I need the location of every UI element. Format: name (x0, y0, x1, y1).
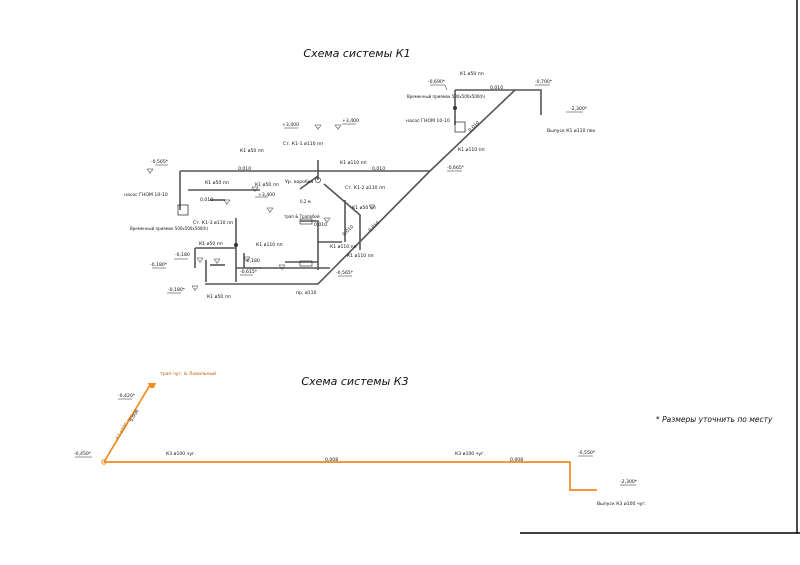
k1-title: Схема системы К1 (303, 47, 410, 60)
k3-leaders (75, 398, 636, 486)
k1-label: К1 ø50 пп (207, 294, 231, 300)
k1-label: К1 ø110 пп (330, 244, 357, 250)
k1-label: -0,180 (175, 252, 190, 258)
k1-label: К1 ø50 пп (255, 182, 279, 188)
k1-label: +3,400 (282, 122, 299, 128)
k1-label: Ст. К1-1 ø110 пп (283, 141, 323, 147)
k3-label: 0,008 (510, 457, 523, 463)
k1-label: Ур. коробка (285, 179, 314, 185)
k1-fixtures (146, 106, 466, 292)
k1-label: Временный приямок 500х500х500(h) (130, 226, 209, 231)
k1-label: -0,615* (240, 269, 258, 275)
k1-label: -0,665* (447, 165, 465, 171)
k1-label: К1 ø110 пп (458, 147, 485, 153)
k3-pipes (101, 383, 597, 491)
k1-label: трап & Трапобой (284, 214, 320, 219)
k1-label: 0,010 (467, 120, 481, 133)
k1-label: -0,180* (150, 262, 168, 268)
k1-label: 0,010 (200, 197, 213, 203)
k3-label: -0,550* (578, 450, 596, 456)
k1-label: -0,700* (535, 79, 553, 85)
k3-label: трап-чуг. & Ловильный (160, 370, 216, 377)
k3-label: -0,450* (74, 451, 92, 457)
k1-label: -2,300* (570, 106, 588, 112)
k1-label: К1 ø50 пп (352, 205, 376, 211)
k1-label: Ст. К1-2 ø110 пп (345, 185, 385, 191)
k3-label: 0,008 (129, 409, 141, 423)
k1-label: Выпуск К1 ø110 пвх (547, 128, 596, 134)
k1-label: 0,010 (238, 166, 251, 172)
k1-label: 0,010 (341, 224, 355, 237)
k1-label: -0,565* (336, 270, 354, 276)
k1-label-group: -0,690* К1 ø50 пп -0,700* 0,010 Временны… (124, 71, 596, 300)
k1-label: Ст. К1-3 ø110 пп (193, 220, 233, 226)
k1-label: К1 ø110 пп (347, 253, 374, 259)
k1-label: К1 ø50 пп (240, 148, 264, 154)
k1-label: пр. ø110 (296, 290, 316, 296)
k1-label: 0,010 (314, 222, 327, 228)
k1-label: Временный приямок 500х500х500(h) (407, 94, 486, 99)
k1-label: К1 ø110 пп (340, 160, 367, 166)
k1-label: К1 ø50 пп (199, 241, 223, 247)
k1-label: 0,2 м (300, 199, 311, 204)
k1-label: К1 ø110 пп (256, 242, 283, 248)
k1-label: 0,010 (490, 85, 503, 91)
k1-label: -0,180 (245, 258, 260, 264)
sheet-frame (520, 0, 800, 534)
k1-label: 0,010 (372, 166, 385, 172)
k1-leaders (152, 84, 583, 294)
k1-label: +3,400 (342, 118, 359, 124)
k1-label: +3,400 (258, 192, 275, 198)
k3-label: К3 ø100 чуг. (455, 451, 485, 457)
k1-label: К1 ø50 пп (205, 180, 229, 186)
k1-label: насос ГНОМ 10-10 (124, 192, 168, 198)
k3-title: Схема системы К3 (301, 375, 408, 388)
k3-label: -0,420* (118, 393, 136, 399)
k3-label: -2,300* (620, 479, 638, 485)
k3-label: К3 ø100 чуг. (166, 451, 196, 457)
k1-label: -0,180* (168, 287, 186, 293)
k1-label: -0,565* (151, 159, 169, 165)
k3-label: Выпуск К3 ø100 чуг. (597, 501, 646, 507)
k1-label: -0,690* (428, 79, 446, 85)
k3-label-group: трап-чуг. & Ловильный -0,420* К3 ø100 чу… (74, 370, 646, 507)
k1-label: К1 ø50 пп (460, 71, 484, 77)
general-note: * Размеры уточнить по месту (656, 415, 773, 424)
k1-label: насос ГНОМ 10-10 (406, 118, 450, 124)
k3-label: 0,008 (325, 457, 338, 463)
